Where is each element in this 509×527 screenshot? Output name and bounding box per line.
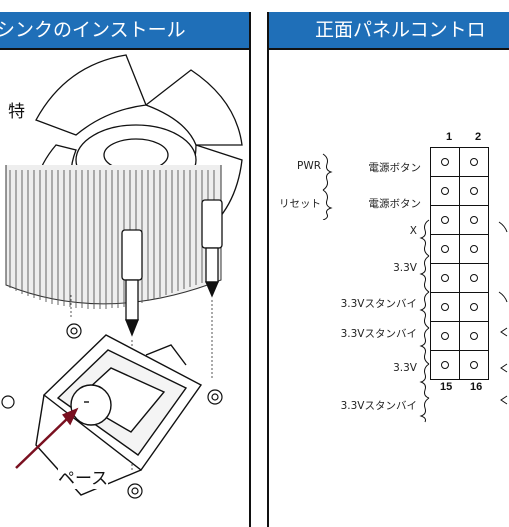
- callout-bottom-label: ペース: [58, 464, 109, 489]
- heatsink-illustration: [1, 54, 243, 499]
- pin-number-16: 16: [470, 381, 483, 393]
- pin-signal-label: 3.3Vスタンバイ: [340, 328, 417, 340]
- pin-signal-label: X: [409, 225, 417, 237]
- group-label-reset: リセット: [279, 198, 321, 210]
- group-label-pwr: PWR: [296, 160, 321, 172]
- pin-signal-label: 3.3Vスタンバイ: [340, 298, 417, 310]
- pin-signal-label: 3.3V: [393, 362, 417, 374]
- heatsink-install-panel: シンクのインストール: [0, 12, 251, 527]
- group-braces: [322, 153, 333, 220]
- pin-number-15: 15: [440, 381, 453, 393]
- pin-signal-label: 電源ボタン: [368, 162, 422, 174]
- front-panel-control-panel: 正面パネルコントロ 1 2 15 16 PWR リセット 電源ボタン 電源ボタン…: [267, 12, 509, 527]
- pin-braces: [419, 219, 430, 423]
- pin-signal-label: 3.3V: [393, 262, 417, 274]
- pin-signal-label: 電源ボタン: [368, 198, 422, 210]
- pin-number-1: 1: [446, 131, 453, 143]
- callout-top-label: 特: [8, 97, 25, 122]
- pin-signal-label: 3.3Vスタンバイ: [340, 400, 417, 412]
- front-panel-title: 正面パネルコントロ: [269, 12, 509, 50]
- right-edge-arrows: [498, 221, 508, 405]
- pin-number-2: 2: [475, 131, 482, 143]
- heatsink-panel-title: シンクのインストール: [0, 12, 249, 50]
